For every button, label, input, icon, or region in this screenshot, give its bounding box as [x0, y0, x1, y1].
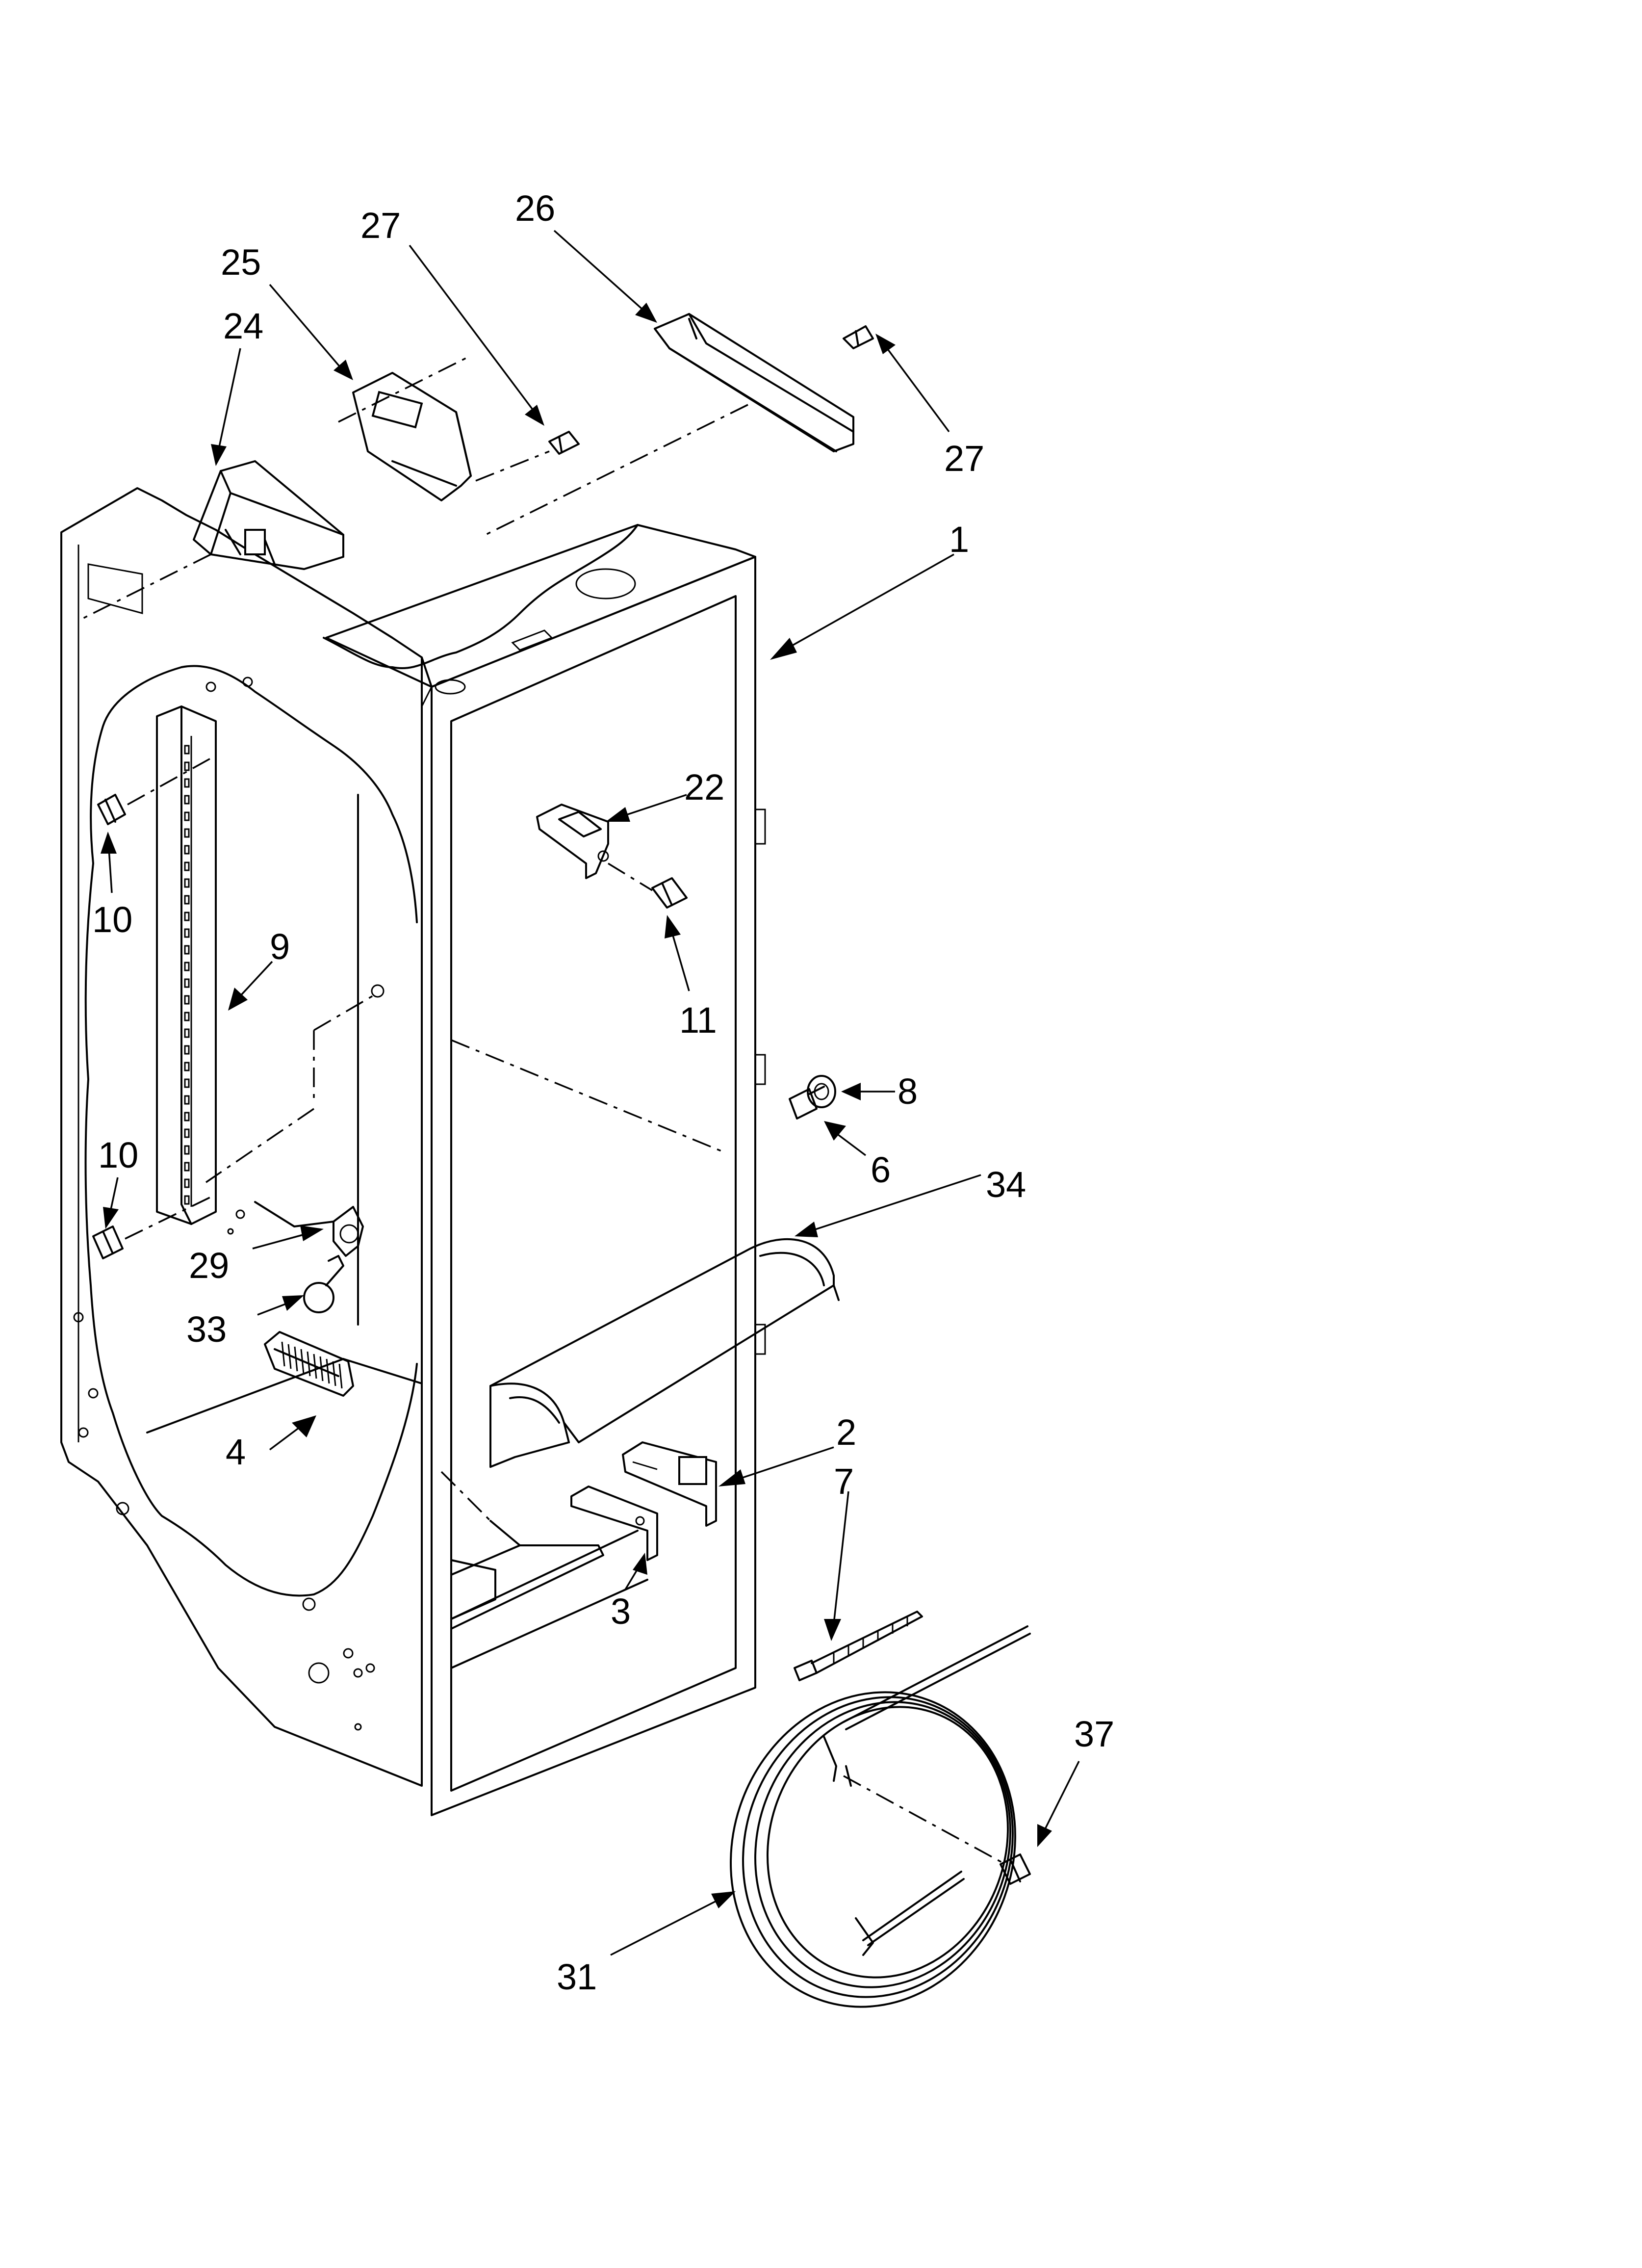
light-shield-part-4: [264, 1331, 354, 1397]
ladder-slot: [184, 778, 190, 788]
cable-tie-part-7: [794, 1611, 923, 1681]
assembly-line: [843, 1775, 1006, 1865]
ladder-slot: [184, 745, 190, 755]
callout-27-left: 27: [360, 205, 401, 246]
ladder-slot: [184, 1195, 190, 1205]
ladder-slot: [184, 995, 190, 1005]
ladder-slot: [184, 1128, 190, 1138]
callout-29: 29: [189, 1245, 229, 1286]
ladder-slot: [184, 928, 190, 938]
ladder-slot: [184, 1078, 190, 1088]
callout-4: 4: [226, 1432, 246, 1472]
grille-bar: [326, 1358, 330, 1384]
ladder-slot: [184, 1145, 190, 1155]
ladder-slot: [184, 1162, 190, 1172]
assembly-line: [338, 357, 466, 423]
ladder-slot: [184, 1028, 190, 1038]
ladder-slot: [184, 1095, 190, 1105]
screw-part-11: [651, 877, 688, 909]
washer-part-8: [807, 1075, 836, 1108]
grille-bar: [319, 1356, 324, 1382]
screw-part-10-lower: [92, 1225, 124, 1259]
grille-bar: [300, 1349, 305, 1374]
callout-6: 6: [871, 1149, 891, 1190]
callout-24: 24: [223, 306, 263, 346]
inner-dashed-line: [440, 1471, 491, 1522]
ladder-slot: [184, 878, 190, 888]
grille-bar: [338, 1363, 343, 1389]
callout-7: 7: [834, 1461, 854, 1502]
callout-9: 9: [270, 926, 290, 967]
ladder-slot: [184, 945, 190, 955]
leader-lines: [101, 230, 1080, 1956]
control-cover: [352, 372, 472, 501]
grille-bar: [294, 1346, 298, 1372]
cover-part-34: [489, 1238, 840, 1468]
grille-bar: [281, 1341, 285, 1367]
callout-10-lower: 10: [98, 1135, 138, 1175]
assembly-line: [475, 450, 550, 482]
callout-2: 2: [836, 1412, 856, 1453]
lamp-socket-part-29: [227, 1201, 364, 1257]
callout-3: 3: [611, 1591, 631, 1632]
callout-labels: 1 2 3 4 6 7 8 9 10 10 11 22 24 25 26 27 …: [92, 188, 1114, 1997]
grille-bar: [307, 1351, 311, 1377]
ladder-slot: [184, 1112, 190, 1121]
ladder-slot: [184, 845, 190, 855]
ladder-slot: [184, 861, 190, 871]
callout-31: 31: [557, 1956, 597, 1997]
shelf-ladder: [156, 705, 217, 1225]
ladder-slot: [184, 962, 190, 971]
ladder-slot: [184, 1062, 190, 1071]
callout-22: 22: [684, 767, 724, 808]
callout-26: 26: [515, 188, 555, 229]
assembly-line: [485, 404, 748, 536]
callout-27-right: 27: [944, 438, 984, 479]
ladder-slot: [184, 978, 190, 988]
screw-part-10-upper: [97, 794, 126, 825]
ladder-slot: [184, 795, 190, 805]
ladder-slot: [184, 912, 190, 921]
ladder-slot: [184, 1012, 190, 1021]
assembly-line: [205, 995, 373, 1183]
callout-25: 25: [221, 242, 261, 283]
shield-grille: [281, 1341, 343, 1389]
screw-part-27-right: [843, 325, 874, 349]
callout-33: 33: [186, 1309, 227, 1350]
assembly-line: [83, 553, 211, 619]
screw-part-27-left: [548, 431, 580, 455]
callout-11: 11: [679, 1000, 717, 1041]
callout-8: 8: [898, 1071, 918, 1112]
assembly-line: [608, 862, 653, 891]
bracket-part-2: [622, 1441, 717, 1527]
assembly-line: [125, 1194, 216, 1240]
grille-bar: [332, 1361, 336, 1386]
ladder-slot: [184, 895, 190, 905]
ladder-slot: [184, 1178, 190, 1188]
assembly-line: [127, 755, 216, 806]
inner-dashed-line: [451, 1039, 726, 1154]
grille-bar: [313, 1354, 317, 1379]
ladder-slot: [184, 828, 190, 838]
screw-part-37: [1000, 1853, 1031, 1885]
bracket-part-22: [536, 804, 609, 879]
grille-bar: [287, 1344, 292, 1369]
top-rail: [654, 313, 854, 452]
callout-1: 1: [949, 519, 969, 560]
bracket-part-3: [570, 1486, 658, 1561]
ladder-slots: [184, 745, 190, 1205]
light-bulb-part-33: [303, 1255, 344, 1313]
screw-part-6: [789, 1086, 825, 1120]
ladder-slot: [184, 1045, 190, 1055]
ladder-slot: [184, 761, 190, 771]
ladder-slot: [184, 811, 190, 821]
callout-34: 34: [986, 1164, 1026, 1205]
callout-37: 37: [1074, 1714, 1114, 1754]
water-tube-coil-part-31: [730, 1625, 1031, 2008]
cabinet-liner: [60, 487, 766, 1816]
control-housing: [193, 460, 344, 570]
callout-10-upper: 10: [92, 899, 132, 940]
